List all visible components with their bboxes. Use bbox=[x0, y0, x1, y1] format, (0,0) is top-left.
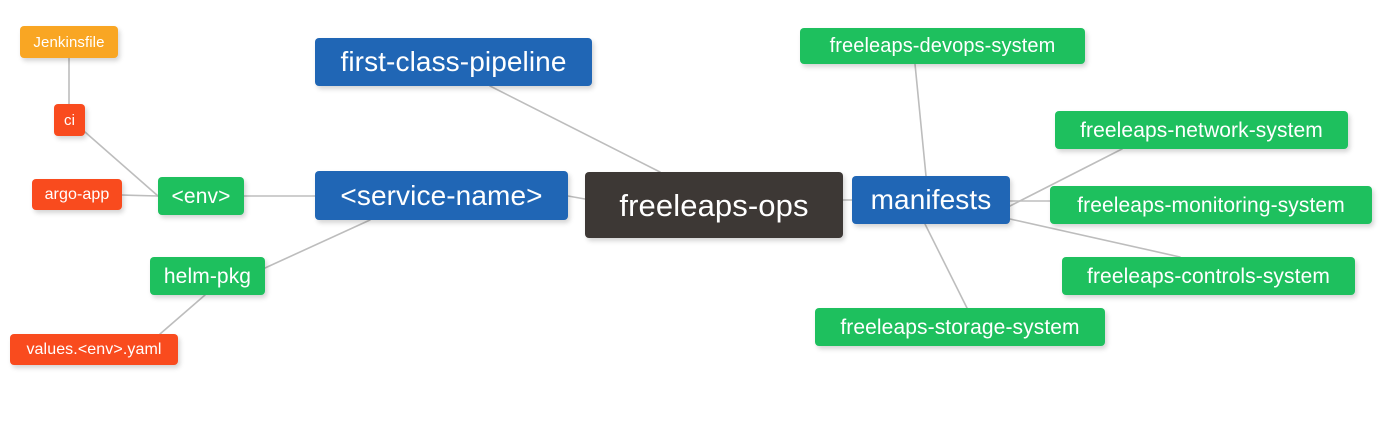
edge-manifests-to-freeleaps-controls-system bbox=[1009, 218, 1181, 258]
node-env[interactable]: <env> bbox=[158, 177, 244, 215]
node-label: first-class-pipeline bbox=[340, 46, 567, 77]
node-label: Jenkinsfile bbox=[33, 33, 105, 51]
node-label: freeleaps-devops-system bbox=[829, 35, 1056, 57]
node-first-class-pipeline[interactable]: first-class-pipeline bbox=[315, 38, 592, 86]
node-freeleaps-controls-system[interactable]: freeleaps-controls-system bbox=[1062, 257, 1355, 295]
node-ci[interactable]: ci bbox=[54, 104, 85, 136]
node-freeleaps-devops-system[interactable]: freeleaps-devops-system bbox=[800, 28, 1085, 64]
node-label: freeleaps-storage-system bbox=[840, 315, 1080, 339]
node-jenkinsfile[interactable]: Jenkinsfile bbox=[20, 26, 118, 58]
edge-first-class-pipeline-to-freeleaps-ops bbox=[489, 85, 661, 173]
node-label: helm-pkg bbox=[163, 264, 252, 288]
edge-manifests-to-freeleaps-storage-system bbox=[924, 223, 968, 309]
node-label: freeleaps-controls-system bbox=[1087, 264, 1330, 288]
node-freeleaps-network-system[interactable]: freeleaps-network-system bbox=[1055, 111, 1348, 149]
node-label: <env> bbox=[171, 184, 231, 208]
node-label: ci bbox=[63, 111, 76, 129]
node-label: values.<env>.yaml bbox=[26, 340, 162, 358]
edge-helm-pkg-to-service-name bbox=[264, 219, 371, 269]
node-label: freeleaps-ops bbox=[619, 187, 809, 223]
node-label: manifests bbox=[870, 184, 992, 215]
node-values-env-yaml[interactable]: values.<env>.yaml bbox=[10, 334, 178, 365]
node-label: freeleaps-monitoring-system bbox=[1077, 193, 1345, 217]
node-service-name[interactable]: <service-name> bbox=[315, 171, 568, 220]
node-label: <service-name> bbox=[340, 179, 543, 211]
edge-values-env-yaml-to-helm-pkg bbox=[159, 294, 206, 335]
edge-service-name-to-freeleaps-ops bbox=[567, 195, 586, 200]
node-freeleaps-storage-system[interactable]: freeleaps-storage-system bbox=[815, 308, 1105, 346]
node-label: freeleaps-network-system bbox=[1080, 118, 1323, 142]
node-manifests[interactable]: manifests bbox=[852, 176, 1010, 224]
node-label: argo-app bbox=[44, 185, 110, 203]
node-helm-pkg[interactable]: helm-pkg bbox=[150, 257, 265, 295]
edge-manifests-to-freeleaps-devops-system bbox=[914, 63, 927, 177]
node-freeleaps-monitoring-system[interactable]: freeleaps-monitoring-system bbox=[1050, 186, 1372, 224]
node-freeleaps-ops[interactable]: freeleaps-ops bbox=[585, 172, 843, 238]
edge-argo-app-to-env bbox=[121, 194, 159, 197]
node-argo-app[interactable]: argo-app bbox=[32, 179, 122, 210]
